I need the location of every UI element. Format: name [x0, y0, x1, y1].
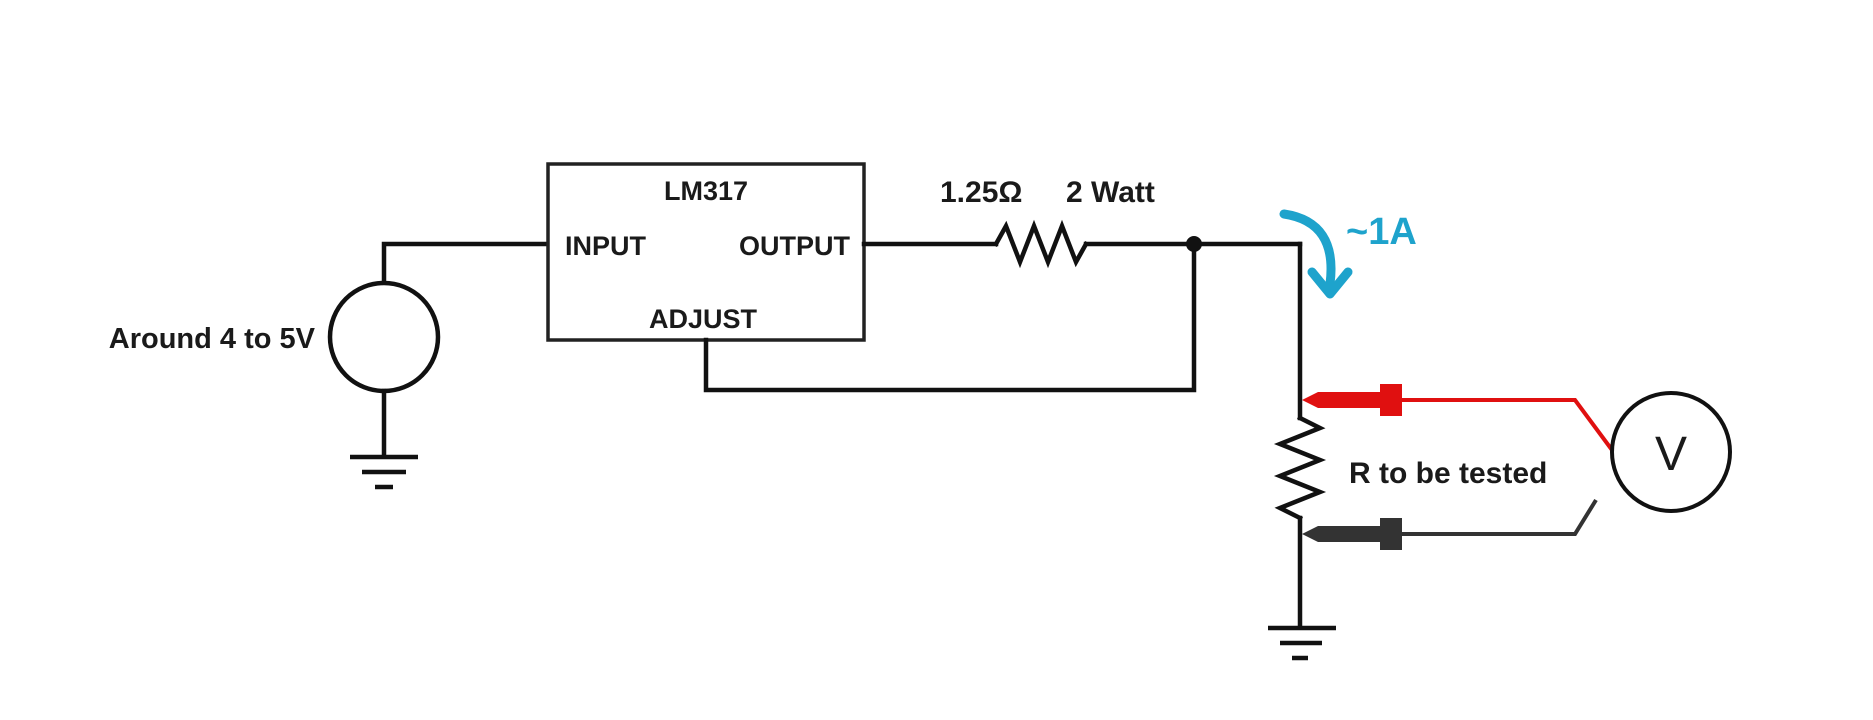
voltmeter-label: V [1655, 428, 1687, 481]
regulator-adjust-label: ADJUST [649, 304, 758, 334]
current-indicator: ~1A [1279, 209, 1417, 299]
test-resistor-branch: R to be tested [1268, 241, 1547, 661]
adjust-feedback-wire [703, 241, 1197, 393]
negative-probe-tip [1302, 518, 1402, 550]
positive-probe-lead [1402, 398, 1614, 452]
sense-resistor-symbol [992, 219, 1090, 269]
sense-resistor-network: 1.25Ω 2 Watt [703, 176, 1303, 393]
load-ground-icon [1268, 625, 1336, 661]
current-label: ~1A [1346, 211, 1417, 253]
source-voltage-label: Around 4 to 5V [109, 323, 316, 355]
test-resistor-symbol [1273, 414, 1327, 522]
lm317-regulator: LM317 INPUT OUTPUT ADJUST [546, 162, 866, 342]
sense-resistor-value-label: 1.25Ω [940, 176, 1022, 209]
regulator-name: LM317 [664, 176, 748, 206]
positive-probe [1302, 384, 1614, 452]
regulator-output-label: OUTPUT [739, 231, 851, 261]
current-arrow-icon [1279, 209, 1336, 289]
negative-probe-lead [1402, 498, 1598, 536]
test-resistor-label: R to be tested [1349, 457, 1547, 490]
voltage-source-symbol [327, 280, 441, 394]
voltage-source: Around 4 to 5V [109, 241, 551, 490]
source-to-input-wire [381, 241, 551, 285]
sense-resistor-power-label: 2 Watt [1066, 176, 1155, 209]
negative-probe [1302, 498, 1598, 550]
junction-dot [1186, 236, 1202, 252]
regulator-input-label: INPUT [565, 231, 647, 261]
source-ground-icon [350, 454, 418, 490]
current-arrow-head-icon [1307, 267, 1353, 299]
voltmeter-symbol [1610, 391, 1732, 513]
regulator-box [546, 162, 866, 342]
positive-probe-tip [1302, 384, 1402, 416]
voltmeter: V [1610, 391, 1732, 513]
